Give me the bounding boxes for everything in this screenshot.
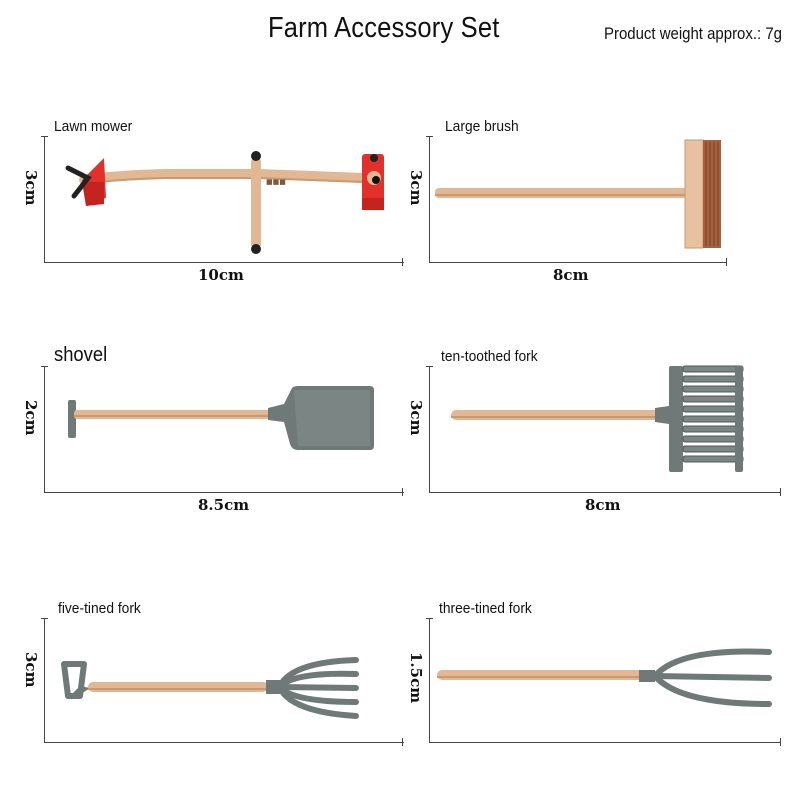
- page-title: Farm Accessory Set: [268, 12, 500, 44]
- height-axis: [44, 618, 45, 742]
- height-label: 3cm: [407, 170, 425, 206]
- width-axis: [429, 492, 781, 493]
- product-panel-ten-toothed-fork: ten-toothed fork 3cm 8cm: [407, 348, 791, 514]
- width-axis: [429, 742, 781, 743]
- product-name: Lawn mower: [54, 118, 133, 135]
- product-panel-shovel: shovel 2cm 8.5cm: [22, 344, 406, 514]
- height-label: 2cm: [22, 400, 40, 436]
- product-panel-lawn-mower: Lawn mower 3cm 10cm ■■■: [22, 118, 406, 284]
- width-axis: [44, 262, 404, 263]
- height-axis: [44, 136, 45, 262]
- broom-icon: [435, 139, 721, 249]
- width-label: 8cm: [585, 496, 621, 514]
- width-axis: [429, 262, 727, 263]
- product-name: three-tined fork: [439, 600, 532, 617]
- product-panel-three-tined-fork: three-tined fork 1.5cm: [407, 600, 791, 760]
- svg-text:■■■: ■■■: [266, 178, 286, 186]
- height-label: 3cm: [22, 652, 40, 688]
- product-name: ten-toothed fork: [441, 348, 538, 365]
- height-axis: [429, 618, 430, 742]
- width-label: 8cm: [553, 266, 589, 284]
- shovel-icon: [68, 386, 374, 450]
- product-name: shovel: [54, 344, 108, 366]
- height-axis: [429, 366, 430, 492]
- width-axis: [44, 492, 404, 493]
- product-name: five-tined fork: [58, 600, 141, 617]
- product-weight: Product weight approx.: 7g: [604, 24, 782, 43]
- width-label: 8.5cm: [198, 496, 250, 514]
- lawn-mower-icon: ■■■: [65, 151, 384, 254]
- height-label: 1.5cm: [407, 652, 425, 704]
- product-panel-large-brush: Large brush 3cm 8cm: [407, 118, 791, 284]
- height-label: 3cm: [407, 400, 425, 436]
- product-panel-five-tined-fork: five-tined fork 3cm: [22, 600, 406, 760]
- rake-icon: [451, 365, 744, 472]
- three-tined-fork-icon: [437, 648, 772, 707]
- width-axis: [44, 742, 404, 743]
- product-name: Large brush: [445, 118, 519, 135]
- height-axis: [44, 366, 45, 492]
- width-label: 10cm: [198, 266, 244, 284]
- height-axis: [429, 136, 430, 262]
- pitchfork-icon: [61, 657, 359, 719]
- height-label: 3cm: [22, 170, 40, 206]
